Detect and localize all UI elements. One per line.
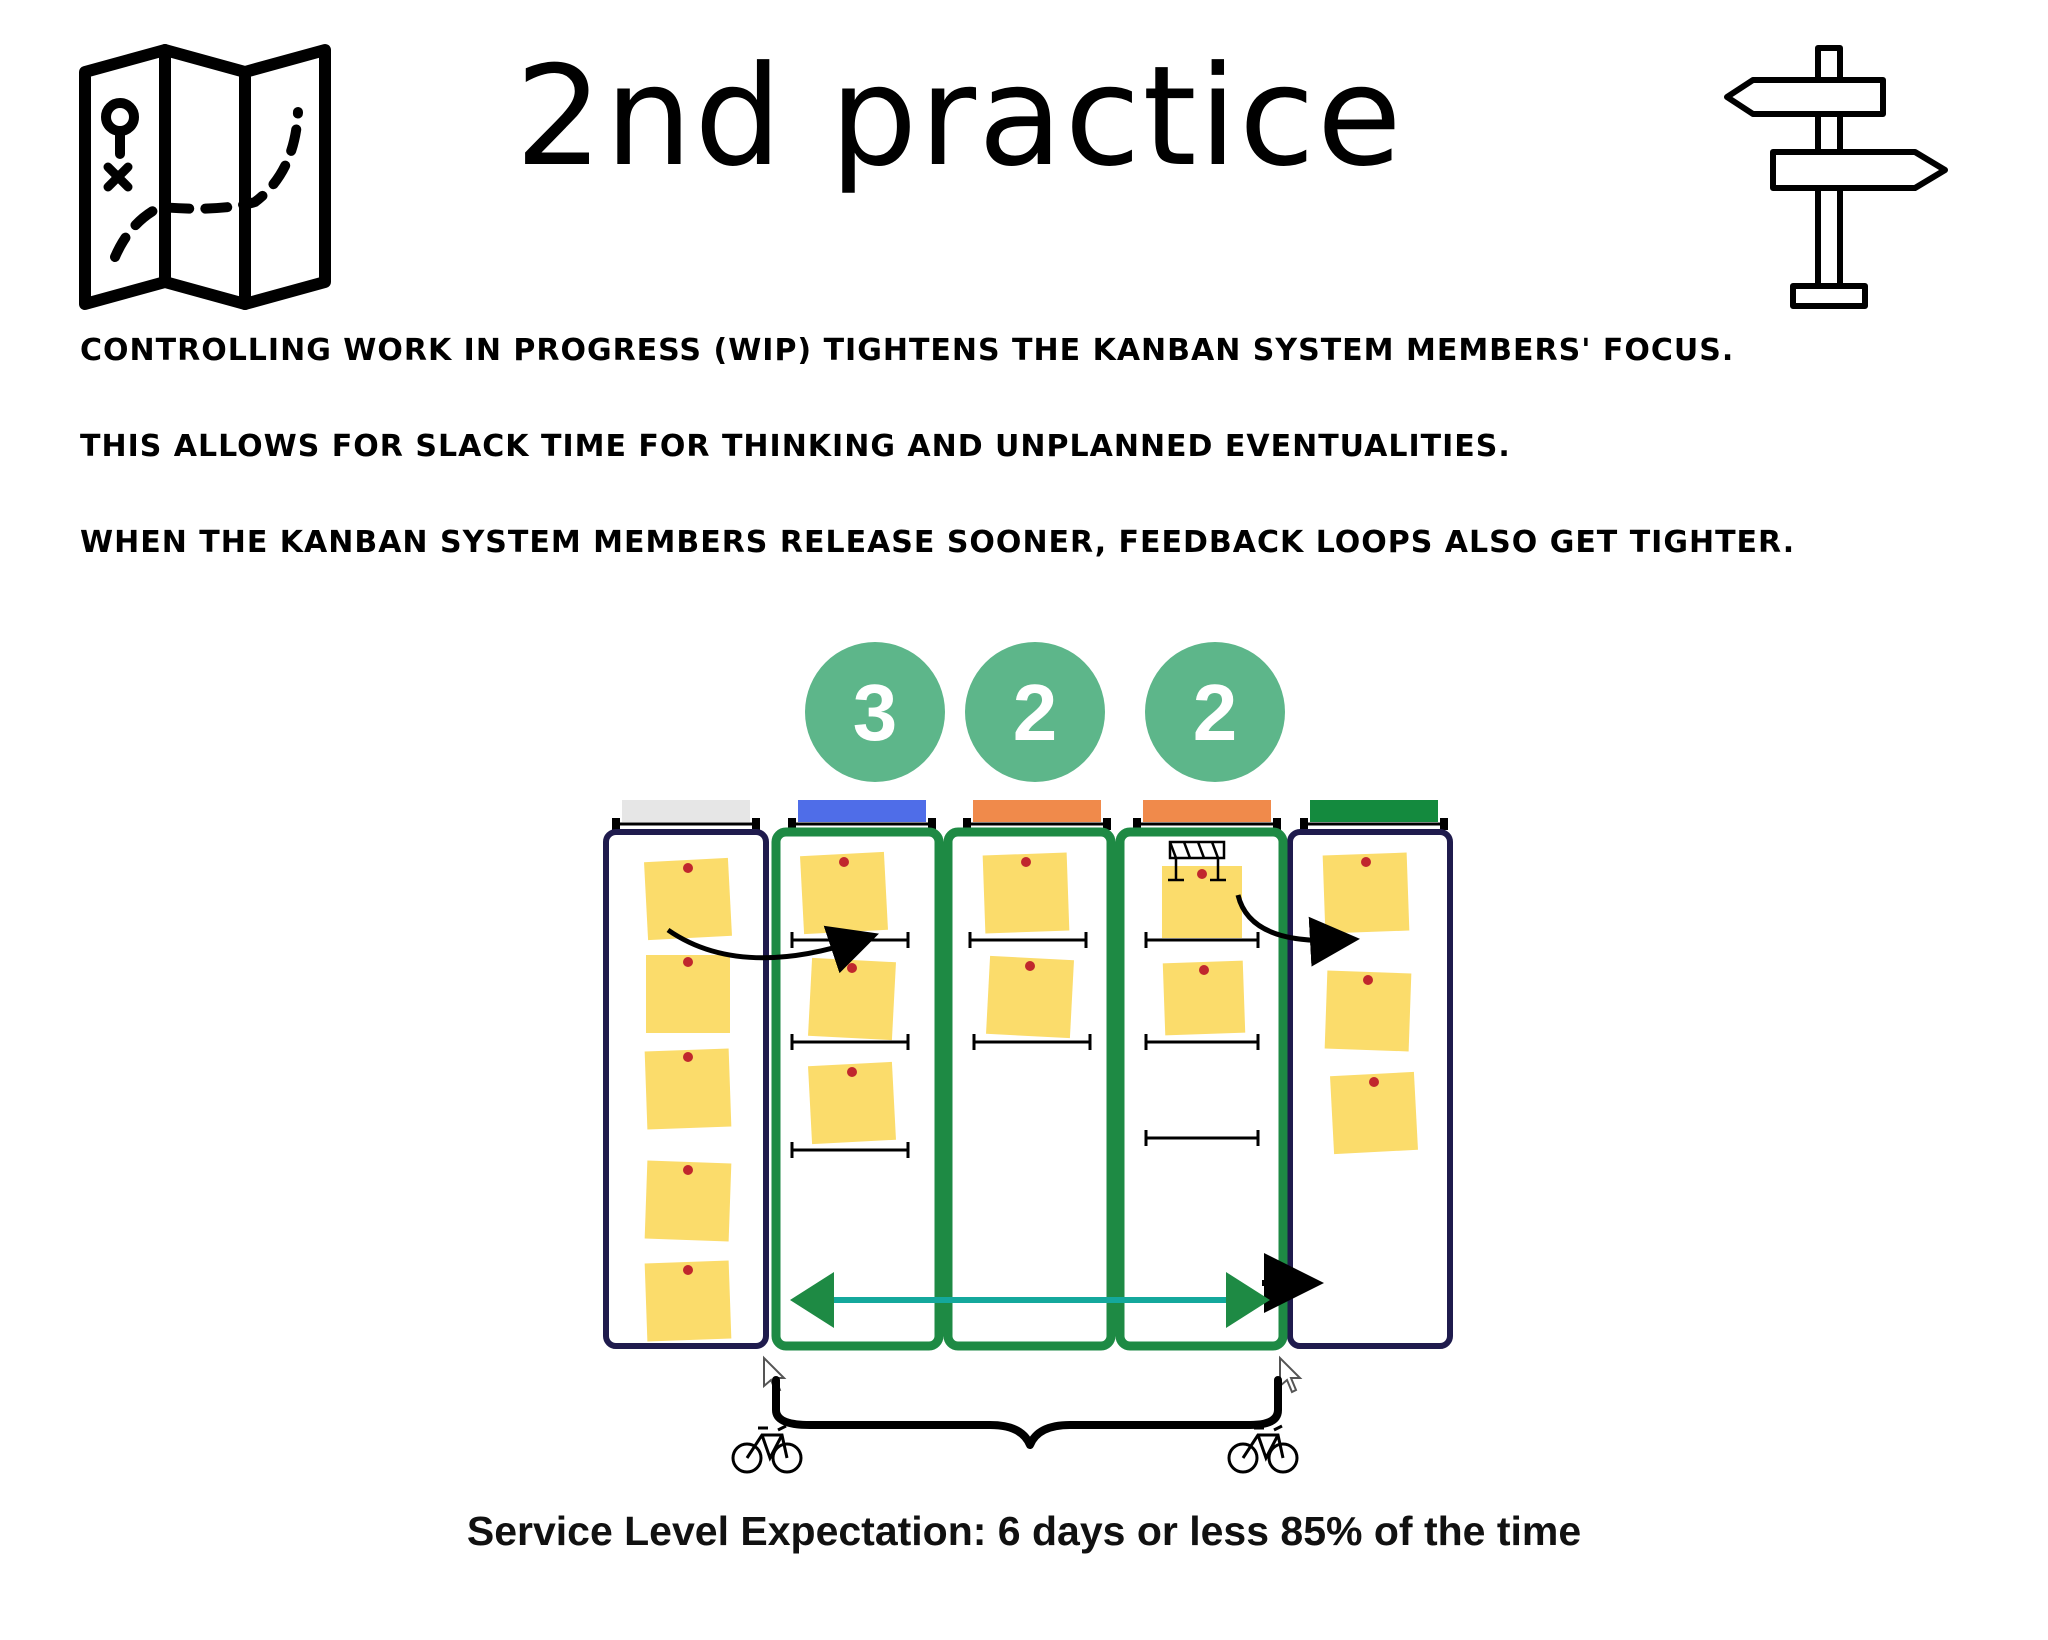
- pointer-cursor-icon: [1279, 1355, 1303, 1394]
- page-title: 2nd practice: [515, 36, 1404, 197]
- cycle-time-double-arrow: [790, 1272, 1270, 1328]
- bicycle-icon: [1227, 1424, 1299, 1474]
- sticky-note: [808, 1061, 896, 1145]
- sticky-notes: [644, 851, 1418, 1342]
- pull-arrow-2: [1235, 894, 1360, 967]
- column-header-2: [963, 800, 1111, 830]
- kanban-board-diagram: 3 2 2: [603, 642, 1453, 1474]
- wip-focus-text: Controlling work in progress (WIP) tight…: [80, 333, 1735, 368]
- bicycle-icon: [731, 1424, 803, 1474]
- sticky-note: [644, 1160, 732, 1242]
- wip-limit-1: 3: [805, 642, 945, 782]
- sticky-note: [1162, 960, 1246, 1036]
- wip-limit-2-value: 2: [1013, 668, 1058, 757]
- sticky-note: [986, 955, 1074, 1039]
- sticky-note: [644, 857, 732, 941]
- column-header-done: [1300, 800, 1448, 830]
- feedback-loops-text: When the kanban system members release s…: [80, 525, 1796, 560]
- sle-brace: [772, 1376, 1282, 1449]
- roadblock-icon: [1168, 840, 1226, 882]
- sticky-note: [644, 1048, 732, 1130]
- sticky-note: [1322, 852, 1410, 934]
- wip-slot-lines: [790, 932, 1260, 1158]
- sticky-note: [1162, 866, 1242, 938]
- treasure-map-icon: [79, 44, 331, 310]
- sticky-note: [646, 955, 730, 1033]
- sticky-note: [1330, 1071, 1418, 1155]
- sticky-note: [1324, 970, 1412, 1052]
- sticky-note: [982, 852, 1070, 934]
- slack-time-text: This allows for slack time for thinking …: [80, 429, 1511, 464]
- column-headers: [612, 800, 1448, 830]
- column-header-3: [1133, 800, 1281, 830]
- service-level-expectation-text: Service Level Expectation: 6 days or les…: [466, 1508, 1582, 1554]
- wip-limit-2: 2: [965, 642, 1105, 782]
- wip-limit-3: 2: [1145, 642, 1285, 782]
- sticky-note: [644, 1260, 732, 1342]
- column-header-backlog: [612, 800, 760, 830]
- pull-arrow-1: [666, 925, 879, 974]
- signpost-icon: [1724, 45, 1948, 309]
- sticky-note: [800, 851, 888, 935]
- column-in-progress-3: [1115, 827, 1288, 1351]
- column-header-1: [788, 800, 936, 830]
- sticky-note: [808, 957, 896, 1041]
- wip-limit-1-value: 3: [853, 668, 898, 757]
- wip-limit-3-value: 2: [1193, 668, 1238, 757]
